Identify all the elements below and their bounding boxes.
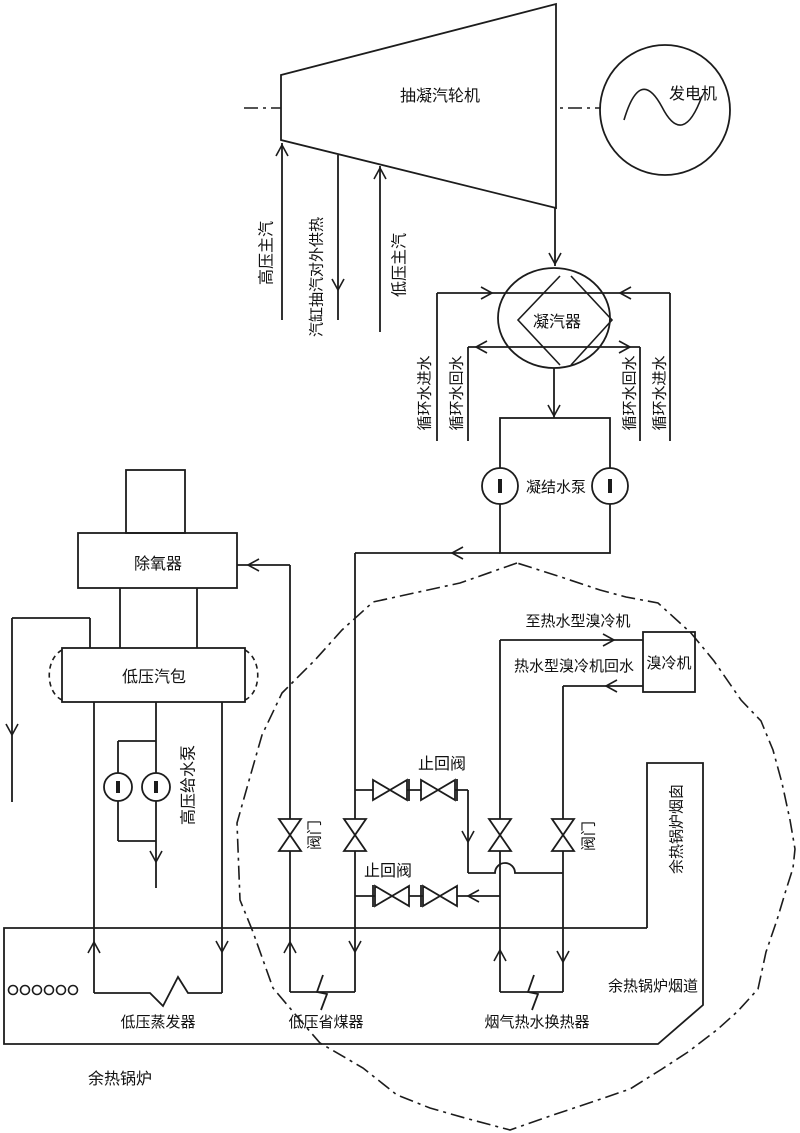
pump-bar-icon: [498, 479, 502, 493]
circ-in-right-label: 循环水进水: [651, 355, 668, 430]
boiler-section: 低压蒸发器 低压省煤器 烟气热水换热器 余热锅炉烟道 余热锅炉烟囱 余热锅炉: [3, 762, 704, 1088]
check-valve-bottom-label: 止回阀: [364, 862, 412, 880]
steam-lines: 高压主汽 汽缸抽汽对外供热 低压主汽: [258, 143, 409, 337]
pump-bar-icon: [116, 781, 120, 793]
valve-manifold-section: 止回阀 止回阀 阀门 阀门: [277, 553, 597, 992]
pump-bar-icon: [608, 479, 612, 493]
hp-main-steam-label: 高压主汽: [258, 221, 276, 285]
drum-cap-left-icon: [48, 649, 63, 701]
hp-feed-pump-label: 高压给水泵: [180, 745, 198, 825]
generator-label: 发电机: [669, 85, 717, 103]
chiller-supply-label: 至热水型溴冷机: [525, 613, 630, 630]
hx-break-icon: [526, 974, 540, 1011]
deaerator-drum-section: 除氧器 低压汽包: [5, 469, 259, 993]
chimney-label: 余热锅炉烟囱: [667, 784, 685, 874]
lp-drum-label: 低压汽包: [122, 668, 186, 686]
valve-right-label: 阀门: [580, 821, 597, 851]
condenser-section: 凝汽器 循环水进水 循环水回水 循环水回水 循环水进水: [416, 208, 671, 441]
sine-wave-icon: [623, 88, 703, 126]
circ-return-left-label: 循环水回水: [448, 355, 465, 430]
drum-cap-right-icon: [244, 649, 259, 701]
check-valve-icon: [374, 884, 410, 908]
check-valve-icon: [422, 884, 458, 908]
chiller-section: 溴冷机 至热水型溴冷机 热水型溴冷机回水: [500, 613, 696, 693]
chevron-right-icon: [570, 275, 614, 366]
gate-valve-icon: [277, 818, 303, 852]
chiller-label: 溴冷机: [646, 655, 691, 672]
gate-valve-icon: [342, 818, 368, 852]
boiler-label: 余热锅炉: [88, 1069, 152, 1088]
feed-pump-section: 高压给水泵: [103, 702, 198, 888]
economizer-break-icon: [315, 974, 329, 1011]
turbine-symbol: [280, 2, 557, 210]
lp-economizer-label: 低压省煤器: [288, 1014, 363, 1031]
deaerator-box: [77, 532, 238, 589]
valve-left-label: 阀门: [306, 820, 323, 850]
turbine-label: 抽凝汽轮机: [400, 87, 480, 105]
crossover-jump-icon: [468, 862, 563, 874]
deaerator-label: 除氧器: [134, 555, 182, 573]
boiler-outline: [3, 762, 704, 1045]
condensate-pump-section: 凝结水泵: [237, 368, 629, 572]
circ-return-right-label: 循环水回水: [621, 355, 638, 430]
check-valve-icon: [372, 778, 408, 802]
chiller-box: [642, 631, 696, 693]
condensate-pump-label: 凝结水泵: [526, 479, 586, 496]
chevron-left-icon: [516, 275, 561, 366]
lp-main-steam-label: 低压主汽: [391, 233, 409, 297]
pump-bar-icon: [154, 781, 158, 793]
generator-symbol: [599, 44, 731, 176]
extraction-steam-label: 汽缸抽汽对外供热: [307, 217, 325, 337]
lp-drum-symbol: [61, 647, 246, 703]
check-valve-icon: [420, 778, 456, 802]
lp-evaporator-label: 低压蒸发器: [120, 1014, 195, 1031]
gate-valve-icon: [550, 818, 576, 852]
turbine-generator-section: 抽凝汽轮机 发电机: [244, 2, 731, 210]
flue-duct-label: 余热锅炉烟道: [608, 977, 698, 995]
circ-in-left-label: 循环水进水: [416, 355, 433, 430]
evaporator-coil-icon: [94, 975, 222, 1008]
condenser-label: 凝汽器: [533, 313, 581, 331]
chiller-return-label: 热水型溴冷机回水: [514, 658, 634, 675]
flue-gas-hx-label: 烟气热水换热器: [484, 1014, 589, 1031]
gate-valve-icon: [487, 818, 513, 852]
deaerator-head-box: [125, 469, 186, 534]
flue-gas-boundary: [236, 562, 796, 1131]
burner-dots: [7, 984, 79, 996]
check-valve-top-label: 止回阀: [418, 755, 466, 773]
